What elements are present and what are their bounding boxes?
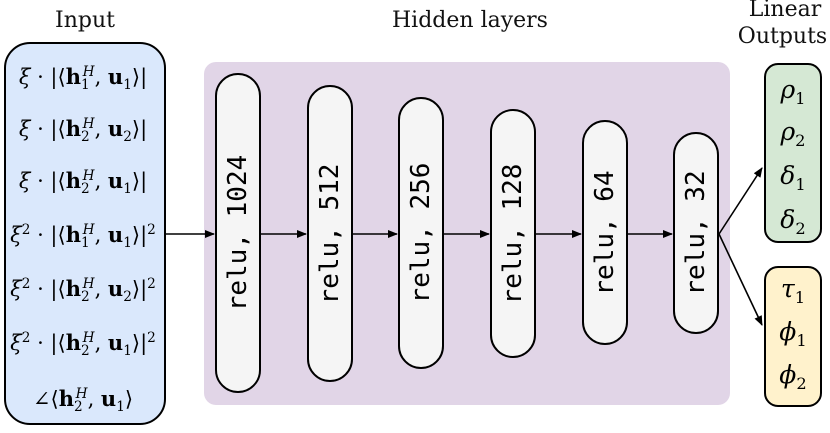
hidden-layer-2: relu, 512 <box>307 85 353 382</box>
feature-h-vector: h <box>65 168 81 193</box>
feature-h-vector: h <box>65 222 81 247</box>
hidden-layer-label: relu, 128 <box>498 163 528 304</box>
feature-u-vector: u <box>107 116 124 141</box>
input-box <box>4 42 166 425</box>
feature-hermitian: H <box>82 64 95 80</box>
feature-h-vector: h <box>65 116 81 141</box>
input-feature-5: ξ2 · |⟨h2H, u2⟩|2 <box>10 276 156 306</box>
hidden-layers-header: Hidden layers <box>392 8 548 33</box>
feature-coefficient: ξ <box>10 331 22 355</box>
feature-abs-power: 2 <box>147 222 156 238</box>
hidden-layers-panel <box>204 62 730 405</box>
hidden-layer-label: relu, 512 <box>315 163 345 304</box>
output-0-1: ρ2 <box>780 117 806 150</box>
output-1-2: ϕ2 <box>779 360 807 393</box>
feature-hermitian: H <box>82 116 95 132</box>
feature-hermitian: H <box>82 168 95 184</box>
feature-u-vector: u <box>107 276 124 301</box>
feature-u-index: 1 <box>123 181 132 198</box>
output-1-1: ϕ1 <box>779 317 807 350</box>
feature-u-vector: u <box>100 386 117 411</box>
feature-u-index: 2 <box>123 289 132 306</box>
feature-coef-power: 2 <box>21 276 31 292</box>
feature-h-index: 2 <box>73 399 83 416</box>
output-header-line1: Linear <box>748 0 822 22</box>
input-feature-4: ξ2 · |⟨h1H, u1⟩|2 <box>10 222 156 252</box>
output-subscript: 2 <box>795 219 806 238</box>
input-feature-2: ξ · |⟨h2H, u2⟩| <box>18 116 148 146</box>
hidden-layer-5: relu, 64 <box>582 120 628 345</box>
feature-h-index: 1 <box>80 77 90 94</box>
output-1-0: τ1 <box>780 274 806 307</box>
input-feature-6: ξ2 · |⟨h2H, u1⟩|2 <box>10 330 156 360</box>
hidden-layer-label: relu, 1024 <box>223 154 253 312</box>
feature-coefficient: ξ <box>18 169 31 193</box>
feature-h-index: 2 <box>80 181 90 198</box>
output-group-1: ρ1 ρ2 δ1 δ2 <box>764 63 822 243</box>
feature-coefficient: ξ <box>18 117 31 141</box>
feature-u-index: 2 <box>123 129 132 146</box>
input-feature-7: ∠⟨h2H, u1⟩ <box>32 386 134 416</box>
feature-h-index: 2 <box>80 343 90 360</box>
output-subscript: 1 <box>795 89 806 108</box>
feature-u-vector: u <box>107 222 124 247</box>
output-group-2: τ1 ϕ1 ϕ2 <box>764 266 822 407</box>
feature-u-index: 1 <box>116 399 125 416</box>
feature-h-vector: h <box>65 276 81 301</box>
hidden-layer-1: relu, 1024 <box>215 73 261 393</box>
feature-u-index: 1 <box>123 77 132 94</box>
feature-hermitian: H <box>82 330 95 346</box>
feature-h-vector: h <box>65 330 81 355</box>
feature-u-vector: u <box>107 168 124 193</box>
input-feature-1: ξ · |⟨h1H, u1⟩| <box>18 64 148 94</box>
output-subscript: 2 <box>795 131 806 150</box>
feature-hermitian: H <box>82 222 95 238</box>
feature-coefficient: ξ <box>10 277 22 301</box>
feature-h-index: 1 <box>80 235 90 252</box>
feature-h-index: 2 <box>80 289 90 306</box>
output-subscript: 1 <box>794 288 806 307</box>
feature-h-index: 2 <box>80 129 90 146</box>
output-header-line2: Outputs <box>737 24 828 49</box>
feature-abs-power: 2 <box>147 276 156 292</box>
output-0-3: δ2 <box>780 205 806 238</box>
hidden-layer-label: relu, 256 <box>406 162 436 304</box>
hidden-layer-3: relu, 256 <box>398 97 444 369</box>
input-header: Input <box>55 8 115 33</box>
hidden-layer-6: relu, 32 <box>673 132 719 334</box>
feature-u-vector: u <box>107 64 124 89</box>
hidden-layer-4: relu, 128 <box>490 109 536 358</box>
output-subscript: 1 <box>796 331 807 350</box>
feature-abs-power: 2 <box>147 330 156 346</box>
output-subscript: 1 <box>795 175 806 194</box>
hidden-layer-label: relu, 64 <box>590 169 620 296</box>
output-0-0: ρ1 <box>780 75 806 108</box>
feature-u-index: 1 <box>123 235 132 252</box>
feature-hermitian: H <box>82 276 95 292</box>
feature-u-vector: u <box>107 330 124 355</box>
input-feature-3: ξ · |⟨h2H, u1⟩| <box>18 168 148 198</box>
feature-coefficient: ξ <box>18 65 31 89</box>
feature-u-index: 1 <box>123 343 132 360</box>
hidden-layer-label: relu, 32 <box>681 170 711 296</box>
feature-coef-power: 2 <box>21 330 31 346</box>
output-0-2: δ1 <box>780 161 806 194</box>
feature-coef-power: 2 <box>21 222 31 238</box>
feature-coefficient: ξ <box>10 223 22 247</box>
feature-h-vector: h <box>58 386 74 411</box>
output-subscript: 2 <box>796 374 807 393</box>
feature-h-vector: h <box>65 64 81 89</box>
feature-hermitian: H <box>75 386 88 402</box>
